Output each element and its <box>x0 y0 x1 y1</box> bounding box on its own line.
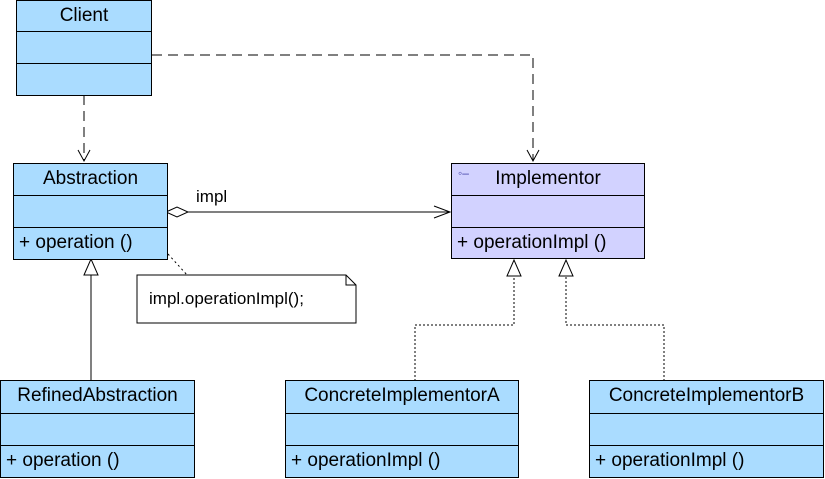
note-shape <box>136 274 357 324</box>
aggregation-abstraction-implementor <box>164 205 452 219</box>
dependency-client-implementor <box>152 54 540 163</box>
attributes-compartment <box>14 196 167 228</box>
interface-implementor[interactable]: ◦– Implementor + operationImpl () <box>451 163 645 259</box>
attributes-compartment <box>590 414 823 446</box>
operations-compartment <box>17 64 151 95</box>
dependency-client-abstraction <box>77 95 91 163</box>
operation-label: + operationImpl () <box>595 450 745 471</box>
operation-label: + operationImpl () <box>457 232 607 253</box>
attributes-compartment <box>17 32 151 64</box>
interface-name-row: ◦– Implementor <box>452 164 644 196</box>
realization-concreteA-implementor <box>414 258 522 381</box>
interface-name: Implementor <box>495 168 601 189</box>
realization-concreteB-implementor <box>558 258 665 381</box>
class-concrete-implementor-a[interactable]: ConcreteImplementorA + operationImpl () <box>285 380 519 478</box>
attributes-compartment <box>1 414 194 446</box>
aggregation-label: impl <box>196 187 228 206</box>
class-name: RefinedAbstraction <box>1 381 194 414</box>
class-client[interactable]: Client <box>16 0 152 96</box>
class-abstraction[interactable]: Abstraction + operation () <box>13 163 168 260</box>
operation-label: + operation () <box>6 450 120 471</box>
class-name: Client <box>17 1 151 32</box>
operation-label: + operationImpl () <box>291 450 441 471</box>
class-concrete-implementor-b[interactable]: ConcreteImplementorB + operationImpl () <box>589 380 824 478</box>
class-refined-abstraction[interactable]: RefinedAbstraction + operation () <box>0 380 195 478</box>
attributes-compartment <box>286 414 518 446</box>
operation-label: + operation () <box>19 232 133 253</box>
class-name: ConcreteImplementorA <box>286 381 518 414</box>
class-name: Abstraction <box>14 164 167 196</box>
generalization-refined-abstraction <box>83 257 99 381</box>
attributes-compartment <box>452 196 644 228</box>
class-name: ConcreteImplementorB <box>590 381 823 414</box>
note-anchor-line <box>167 253 189 277</box>
note-text: impl.operationImpl(); <box>149 289 304 308</box>
interface-icon: ◦– <box>458 166 469 180</box>
